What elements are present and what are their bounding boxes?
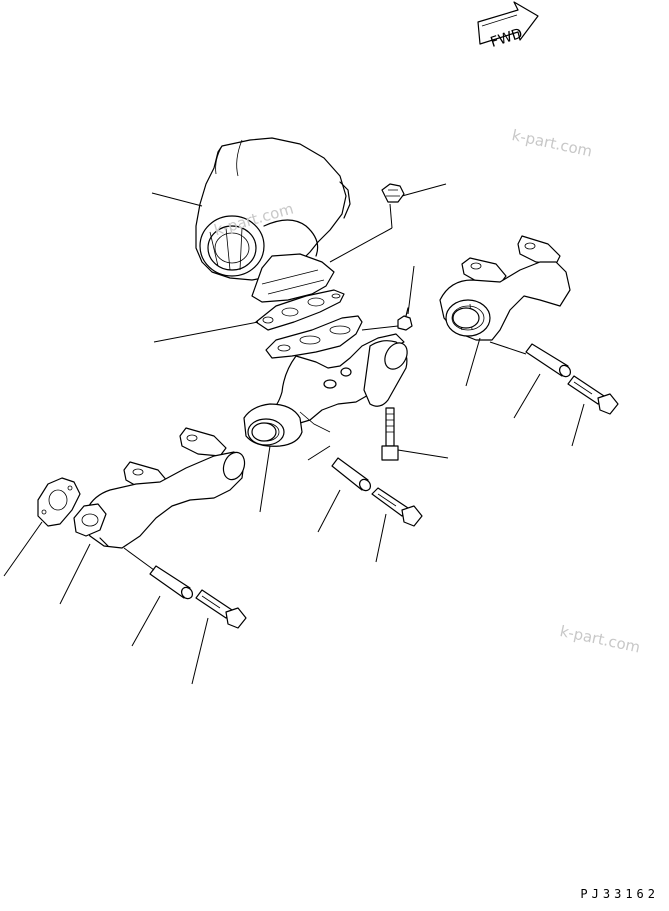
leader-turbo-gasket [153, 321, 259, 343]
leader-lines [3, 183, 585, 685]
rear-mounting-bolt [567, 375, 619, 415]
leader-center-bolt [397, 449, 449, 459]
front-gasket [37, 477, 81, 527]
center-bolt [381, 407, 399, 461]
leader-rear-seal-ring [465, 337, 481, 387]
rear-spacer [525, 343, 572, 378]
leader-front-mounting-bolt [191, 617, 209, 685]
leader-rear-mounting-bolt [571, 403, 585, 447]
leader-center-spacer-link [307, 445, 331, 461]
center-spacer [331, 457, 372, 492]
leader-nut-to-flange [329, 227, 393, 263]
nut [381, 183, 405, 203]
leader-turbocharger [151, 192, 203, 207]
leader-sensor-fitting [407, 265, 415, 315]
leader-front-gasket [3, 521, 43, 577]
turbocharger [195, 137, 351, 303]
front-exhaust-manifold [73, 427, 246, 549]
center-seal-ring [251, 422, 277, 442]
fwd-arrow-marker: FWD [477, 1, 539, 51]
leader-center-seal-ring [259, 445, 271, 513]
drawing-code: PJ33162 [580, 887, 659, 901]
sensor-fitting [397, 307, 413, 331]
front-spacer [149, 565, 194, 600]
leader-sensor-to-manifold [361, 325, 399, 331]
leader-front-spacer [131, 595, 161, 647]
center-exhaust-manifold [243, 315, 408, 447]
leader-center-mounting-bolt [375, 513, 387, 563]
leader-front-exhaust-manifold [59, 543, 91, 605]
leader-rear-spacer [513, 373, 541, 419]
front-mounting-bolt [195, 589, 247, 629]
leader-nut [401, 183, 447, 197]
center-mounting-bolt [371, 487, 423, 527]
leader-rear-spacer-link [489, 341, 527, 355]
leader-front-spacer-link [123, 547, 155, 571]
turbo-gasket [255, 289, 345, 331]
leader-center-spacer [317, 489, 341, 533]
rear-seal-ring [452, 307, 480, 329]
